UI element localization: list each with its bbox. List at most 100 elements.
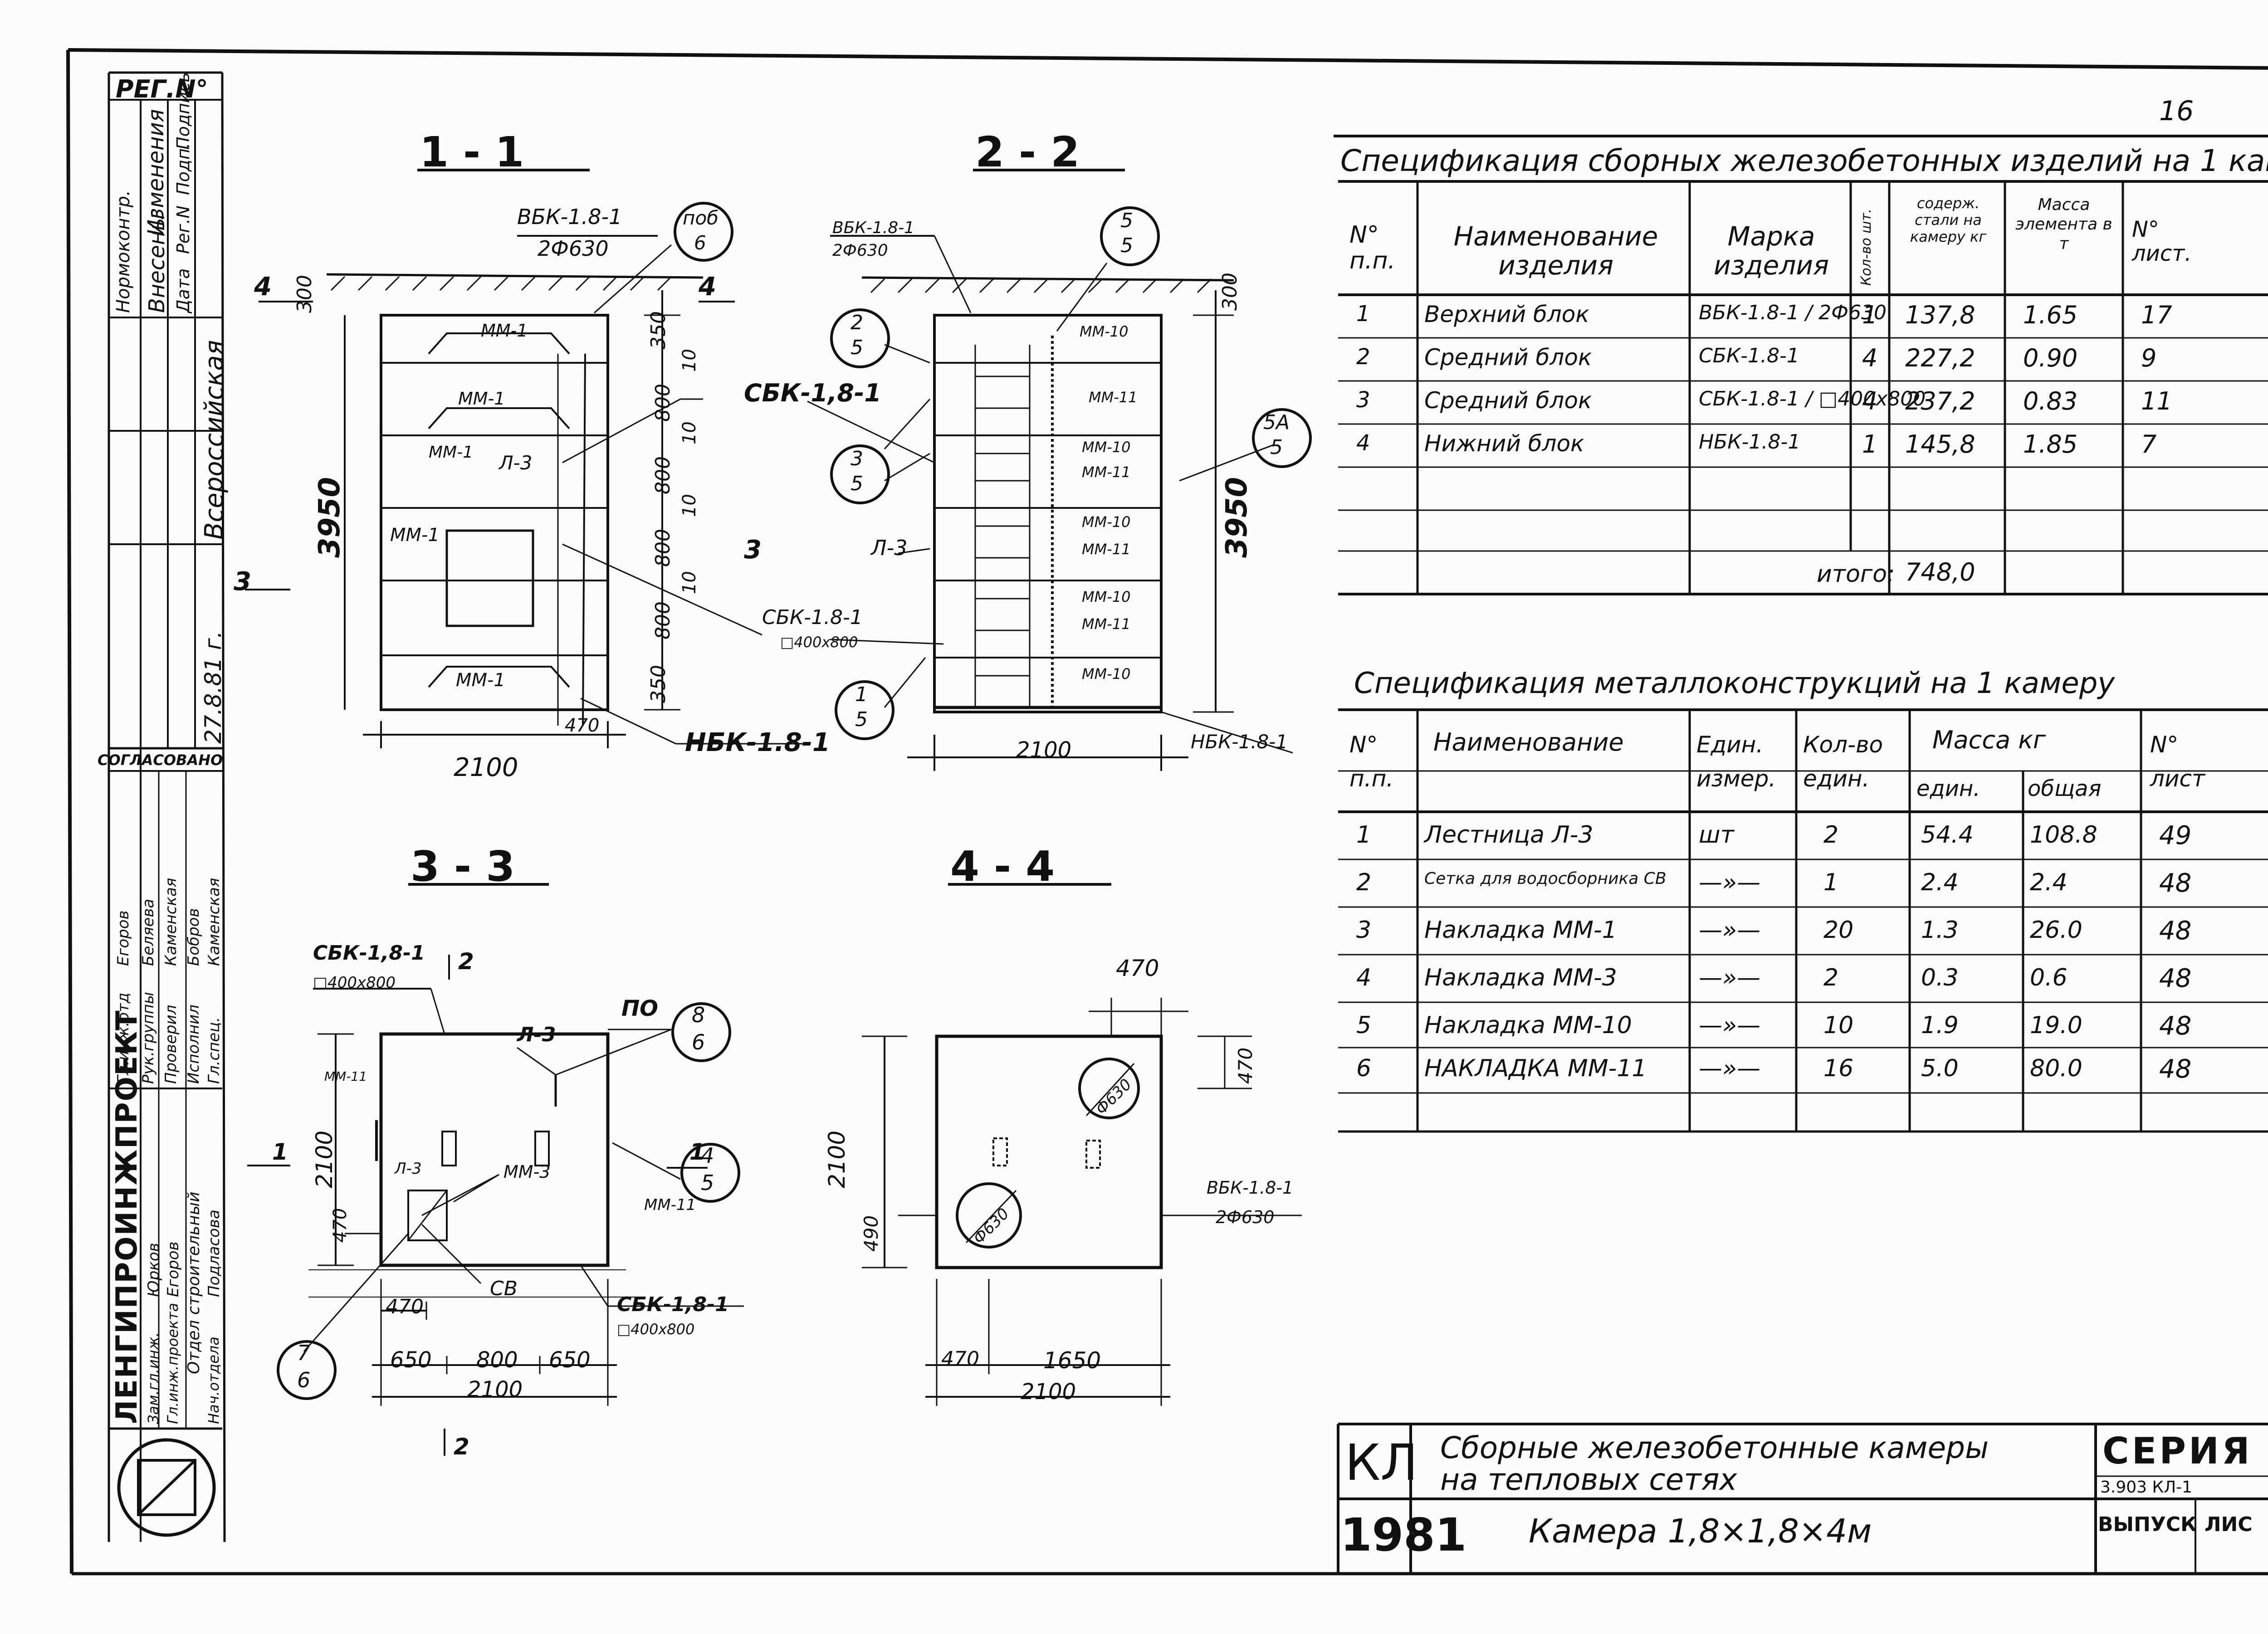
table1-header-sheet: N° лист. bbox=[2132, 217, 2192, 266]
table1-cell: 3 bbox=[1356, 387, 1370, 413]
table2-cell: 10 bbox=[1823, 1012, 1854, 1039]
table1-title: Спецификация сборных железобетонных изде… bbox=[1340, 143, 2268, 178]
table2-header-mass: Масса кг bbox=[1932, 726, 2046, 754]
dept-role-4: Нач.отдела bbox=[205, 1336, 222, 1424]
section-title-1-1: 1 - 1 bbox=[420, 128, 524, 176]
s33-mm-n-label: ММ-11 bbox=[324, 1069, 367, 1084]
table2-cell: —»— bbox=[1699, 917, 1761, 944]
title-block-sheet-label: ЛИС bbox=[2204, 1513, 2253, 1536]
table1-header-num: N° п.п. bbox=[1349, 221, 1396, 275]
table1-cell: 0.90 bbox=[2023, 344, 2078, 372]
table1-cell: 1 bbox=[1862, 301, 1878, 329]
stamp-signature-2: 27.8.81 г. bbox=[200, 631, 226, 744]
table1-header-mass: Масса элемента в т bbox=[2015, 195, 2112, 254]
s11-gap-4: 10 bbox=[679, 571, 700, 594]
title-block-line1: Сборные железобетонные камеры bbox=[1440, 1430, 1989, 1465]
stamp-name-5: Каменская bbox=[205, 878, 223, 966]
s22-callout-5a-sheet: 5 bbox=[1270, 436, 1283, 459]
table2-cell: Лестница Л-3 bbox=[1424, 821, 1593, 849]
s22-callout-3-num: 3 bbox=[850, 447, 863, 470]
title-block-series-code: 3.903 КЛ-1 bbox=[2100, 1478, 2193, 1497]
s11-cut-arrow-4-left: 4 bbox=[254, 272, 272, 302]
s33-callout-8-num: 8 bbox=[692, 1003, 705, 1027]
stamp-col-signature: Подпись bbox=[173, 72, 193, 150]
table2-cell: 80.0 bbox=[2030, 1055, 2082, 1082]
title-block-year: 1981 bbox=[1340, 1508, 1467, 1561]
s33-cut-1-left: 1 bbox=[272, 1139, 288, 1165]
table1-cell: СБК-1.8-1 bbox=[1699, 344, 1799, 367]
table1-cell: 1.85 bbox=[2023, 430, 2078, 458]
table2-cell: 16 bbox=[1823, 1055, 1854, 1082]
title-block-code: КЛ bbox=[1345, 1434, 1418, 1492]
table1-cell: 17 bbox=[2141, 301, 2172, 329]
table2-cell: НАКЛАДКА ММ-11 bbox=[1424, 1055, 1647, 1082]
s11-mm-label-4: ММ-1 bbox=[390, 525, 440, 546]
table1-cell: ВБК-1.8-1 / 2Ф630 bbox=[1699, 301, 1887, 324]
s22-callout-5a-circle bbox=[1252, 408, 1312, 468]
table2-cell: 0.6 bbox=[2030, 964, 2068, 991]
s11-dim-470: 470 bbox=[565, 715, 600, 736]
s22-callout-3-circle bbox=[830, 444, 890, 504]
reg-label: РЕГ.N° bbox=[116, 75, 208, 103]
s11-dim-350-bottom: 350 bbox=[647, 665, 670, 703]
s22-mm-label-6: ММ-11 bbox=[1082, 541, 1131, 558]
norm-control-label: Нормоконтр. bbox=[113, 190, 134, 313]
s22-callout-top-num: 5 bbox=[1120, 209, 1133, 232]
table2-header-sheet: N° лист bbox=[2150, 732, 2205, 792]
table2-cell: 1 bbox=[1823, 869, 1839, 896]
s33-dim-650-right: 650 bbox=[549, 1347, 591, 1373]
table1-cell: НБК-1.8-1 bbox=[1699, 430, 1801, 454]
table1-cell: 11 bbox=[2141, 387, 2172, 415]
s33-dim-width: 2100 bbox=[467, 1377, 523, 1402]
table1-cell: 0.83 bbox=[2023, 387, 2078, 415]
dept-name-1: Юрков bbox=[145, 1243, 163, 1297]
s44-vbk-sub: 2Ф630 bbox=[1216, 1207, 1275, 1227]
s22-mm-label-5: ММ-10 bbox=[1082, 513, 1131, 531]
s22-ladder-label: Л-3 bbox=[871, 536, 908, 560]
section-title-4-4: 4 - 4 bbox=[950, 842, 1055, 891]
stamp-role-3: Проверил bbox=[162, 1005, 180, 1084]
table1-cell: 145,8 bbox=[1905, 430, 1975, 458]
table2-cell: —»— bbox=[1699, 869, 1761, 896]
table2-cell: Накладка ММ-1 bbox=[1424, 917, 1617, 944]
s11-nbk-label: НБК-1.8-1 bbox=[685, 728, 830, 757]
s22-mm-label-9: ММ-10 bbox=[1082, 665, 1131, 683]
table2-cell: 2.4 bbox=[2030, 869, 2068, 896]
s22-callout-1-sheet: 5 bbox=[855, 708, 868, 731]
s33-ladder-small-label: Л-3 bbox=[395, 1160, 422, 1178]
table2-cell: Накладка ММ-3 bbox=[1424, 964, 1617, 991]
table2-cell: 0.3 bbox=[1921, 964, 1959, 991]
s33-mm-3-label: ММ-3 bbox=[503, 1162, 551, 1182]
s22-dim-height: 3950 bbox=[1220, 477, 1254, 558]
table1-cell: 9 bbox=[2141, 344, 2157, 372]
s22-callout-1-num: 1 bbox=[855, 683, 868, 706]
s33-sv-label: СВ bbox=[490, 1277, 518, 1300]
s11-dim-300: 300 bbox=[293, 275, 316, 313]
s33-sbk-bottom-sub: □400х800 bbox=[617, 1321, 695, 1338]
table2-cell: 26.0 bbox=[2030, 917, 2082, 944]
s22-mm-label-2: ММ-11 bbox=[1089, 389, 1138, 406]
dept-name-4: Подласова bbox=[205, 1210, 223, 1297]
s11-cut-arrow-3-right: 3 bbox=[744, 535, 762, 565]
table1-cell: 237,2 bbox=[1905, 387, 1975, 415]
table2-cell: 108.8 bbox=[2030, 821, 2097, 849]
s11-top-mark-sub: 2Ф630 bbox=[538, 236, 609, 261]
s33-cut-1-right: 1 bbox=[689, 1139, 705, 1165]
s44-dim-490: 490 bbox=[860, 1215, 882, 1252]
s44-dim-width: 2100 bbox=[1021, 1379, 1076, 1405]
s11-dim-800-4: 800 bbox=[651, 601, 675, 639]
s33-sbk-bottom: СБК-1,8-1 bbox=[617, 1293, 729, 1316]
stamp-name-4: Бобров bbox=[185, 908, 203, 966]
table1-total-label: итого: bbox=[1817, 561, 1895, 588]
table1-cell: Нижний блок bbox=[1424, 430, 1584, 457]
s33-callout-7-sheet: 6 bbox=[297, 1368, 311, 1392]
s33-callout-7-num: 7 bbox=[297, 1341, 311, 1365]
s33-dim-470-vertical: 470 bbox=[330, 1208, 351, 1243]
s22-callout-top-sheet: 5 bbox=[1120, 234, 1133, 257]
s33-callout-4-sheet: 5 bbox=[701, 1171, 714, 1195]
s11-gap-1: 10 bbox=[679, 349, 700, 372]
s33-dim-height: 2100 bbox=[311, 1130, 337, 1188]
table1-cell: Средний блок bbox=[1424, 344, 1592, 371]
s11-dim-350-top: 350 bbox=[647, 311, 670, 349]
table1-total-value: 748,0 bbox=[1905, 558, 1975, 586]
